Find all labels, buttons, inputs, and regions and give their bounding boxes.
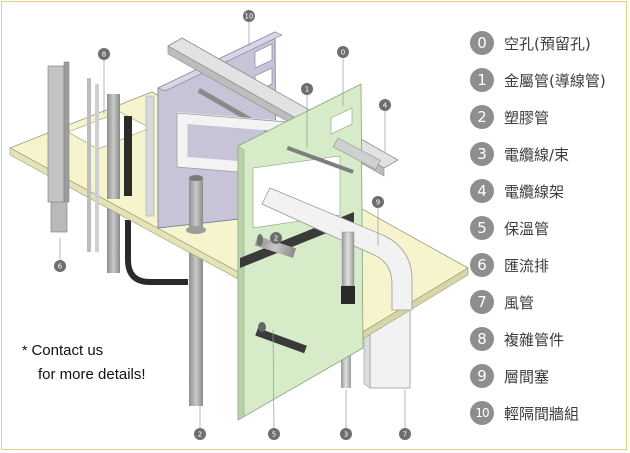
busbar-upper — [47, 65, 65, 203]
callout-4: 4 — [379, 99, 391, 111]
purple-partition-opening-1 — [254, 43, 273, 69]
legend-label: 匯流排 — [504, 256, 550, 275]
svg-text:6: 6 — [58, 263, 63, 271]
legend-label: 層間塞 — [504, 367, 550, 386]
legend-number-badge: 7 — [470, 290, 494, 314]
pipe-upper-small — [145, 95, 155, 217]
cable-lower-bend — [125, 220, 188, 285]
insulated-pipe-wall — [255, 328, 307, 354]
legend-label: 電纜線/束 — [504, 145, 570, 164]
legend-number-badge: 0 — [470, 31, 494, 55]
plastic-pipe-base — [186, 226, 206, 234]
legend-number-badge: 2 — [470, 105, 494, 129]
callout-3: 3 — [340, 428, 352, 440]
busbar-upper-face — [63, 61, 70, 203]
svg-text:2: 2 — [198, 431, 202, 439]
svg-text:0: 0 — [341, 49, 345, 57]
callout-9: 9 — [372, 196, 384, 208]
legend-item-6: 6 匯流排 — [470, 252, 549, 278]
callout-10: 10 — [243, 10, 255, 22]
complex-fitting-rod-1 — [87, 78, 91, 252]
legend-item-1: 1 金屬管(導線管) — [470, 67, 606, 93]
legend-item-5: 5 保溫管 — [470, 215, 549, 241]
complex-fitting-rod-3 — [107, 94, 120, 199]
complex-fitting-rod-lower — [107, 195, 120, 273]
legend-number-badge: 1 — [470, 68, 494, 92]
legend-item-9: 9 層間塞 — [470, 363, 549, 389]
plastic-pipe-horizontal — [254, 236, 297, 258]
svg-text:9: 9 — [376, 199, 380, 207]
callout-1: 1 — [301, 83, 313, 95]
plastic-pipe-top — [189, 175, 203, 181]
leader-lines — [59, 22, 406, 431]
contact-line-1: *Contact us — [22, 342, 104, 359]
plastic-pipe-horizontal-end — [257, 234, 263, 246]
duct-upper — [261, 187, 413, 311]
asterisk: * — [22, 342, 28, 358]
legend-label: 金屬管(導線管) — [504, 71, 606, 90]
legend-item-4: 4 電纜線架 — [470, 178, 564, 204]
legend-label: 空孔(預留孔) — [504, 34, 591, 53]
callout-6: 6 — [54, 260, 66, 272]
svg-text:8: 8 — [102, 51, 106, 59]
svg-text:1: 1 — [305, 86, 309, 94]
legend-item-0: 0 空孔(預留孔) — [470, 30, 591, 56]
svg-text:3: 3 — [344, 431, 348, 439]
insulated-pipe-collar — [341, 286, 355, 304]
legend-label: 風管 — [504, 293, 535, 312]
legend-item-3: 3 電纜線/束 — [470, 141, 569, 167]
legend-number-badge: 9 — [470, 364, 494, 388]
callout-2-lower: 2 — [194, 428, 206, 440]
svg-text:2: 2 — [274, 235, 278, 243]
legend-item-8: 8 複雜管件 — [470, 326, 564, 352]
callout-8: 8 — [98, 48, 110, 60]
legend-number-badge: 6 — [470, 253, 494, 277]
insulated-pipe-upper — [341, 231, 355, 287]
busbar-lower — [50, 199, 68, 233]
callout-2-upper: 2 — [270, 232, 282, 244]
callout-5: 5 — [268, 428, 280, 440]
plastic-pipe-lower — [189, 250, 203, 406]
penetration-diagram: 10 8 0 1 4 9 2 6 2 5 3 7 — [9, 10, 469, 440]
contact-line-2: for more details! — [38, 366, 146, 383]
callout-0: 0 — [337, 46, 349, 58]
plastic-pipe-upper — [189, 178, 203, 230]
svg-text:10: 10 — [245, 13, 254, 21]
legend-item-2: 2 塑膠管 — [470, 104, 549, 130]
complex-fitting-rod-2 — [95, 84, 99, 252]
legend-label: 電纜線架 — [504, 182, 565, 201]
insulated-pipe-end — [258, 322, 266, 332]
insulated-pipe-lower — [341, 340, 351, 388]
legend-item-10: 10 輕隔間牆組 — [470, 400, 579, 426]
metal-conduit — [286, 146, 354, 174]
legend-label: 複雜管件 — [504, 330, 565, 349]
svg-text:7: 7 — [403, 431, 407, 439]
callout-7: 7 — [399, 428, 411, 440]
svg-text:4: 4 — [383, 102, 388, 110]
legend-label: 保溫管 — [504, 219, 550, 238]
svg-text:5: 5 — [272, 431, 276, 439]
legend-number-badge: 4 — [470, 179, 494, 203]
green-wall-opening-0 — [330, 107, 353, 135]
legend-label: 塑膠管 — [504, 108, 550, 127]
cable-tray-exit — [332, 137, 381, 170]
legend-number-badge: 3 — [470, 142, 494, 166]
legend-number-badge: 5 — [470, 216, 494, 240]
legend-label: 輕隔間牆組 — [504, 404, 580, 423]
contact-note: *Contact us for more details! — [22, 338, 146, 387]
cable-upper — [124, 116, 132, 196]
legend-item-7: 7 風管 — [470, 289, 534, 315]
legend-number-badge: 10 — [470, 401, 494, 425]
legend-number-badge: 8 — [470, 327, 494, 351]
green-wall-edge — [237, 145, 245, 421]
